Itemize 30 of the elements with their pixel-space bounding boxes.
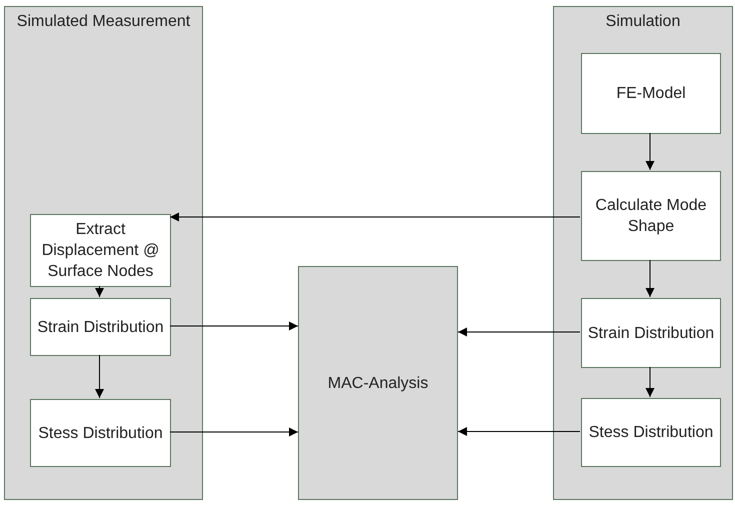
arrow: [458, 328, 580, 336]
arrow: [95, 286, 104, 298]
box-label: Strain Distribution: [36, 318, 165, 338]
process-box: [581, 298, 721, 368]
process-box: [581, 53, 721, 134]
arrow: [170, 428, 298, 436]
box-label: Strain Distribution: [586, 324, 716, 344]
process-box: [30, 399, 171, 467]
process-box: [581, 171, 721, 261]
box-label: Stess Distribution: [37, 424, 164, 444]
process-box: [581, 398, 721, 467]
arrow: [458, 427, 580, 436]
box-label: MAC-Analysis: [326, 374, 430, 394]
process-box: [30, 298, 171, 356]
panel-heading: Simulated Measurement: [16, 12, 192, 32]
group-panel: [4, 6, 203, 500]
box-label: Stess Distribution: [588, 423, 714, 443]
arrow: [646, 366, 654, 398]
box-label: FE-Model: [615, 84, 687, 104]
arrow: [170, 322, 298, 330]
group-panel: [553, 6, 733, 500]
arrow: [646, 260, 654, 298]
arrow: [170, 212, 580, 222]
panel-heading: Simulation: [604, 12, 682, 32]
analysis-box: [298, 266, 458, 500]
box-label: Calculate Mode Shape: [594, 196, 708, 237]
box-label: Extract Displacement @ Surface Nodes: [40, 220, 160, 282]
arrow: [95, 354, 104, 398]
process-box: [30, 214, 171, 287]
arrow: [646, 132, 654, 170]
